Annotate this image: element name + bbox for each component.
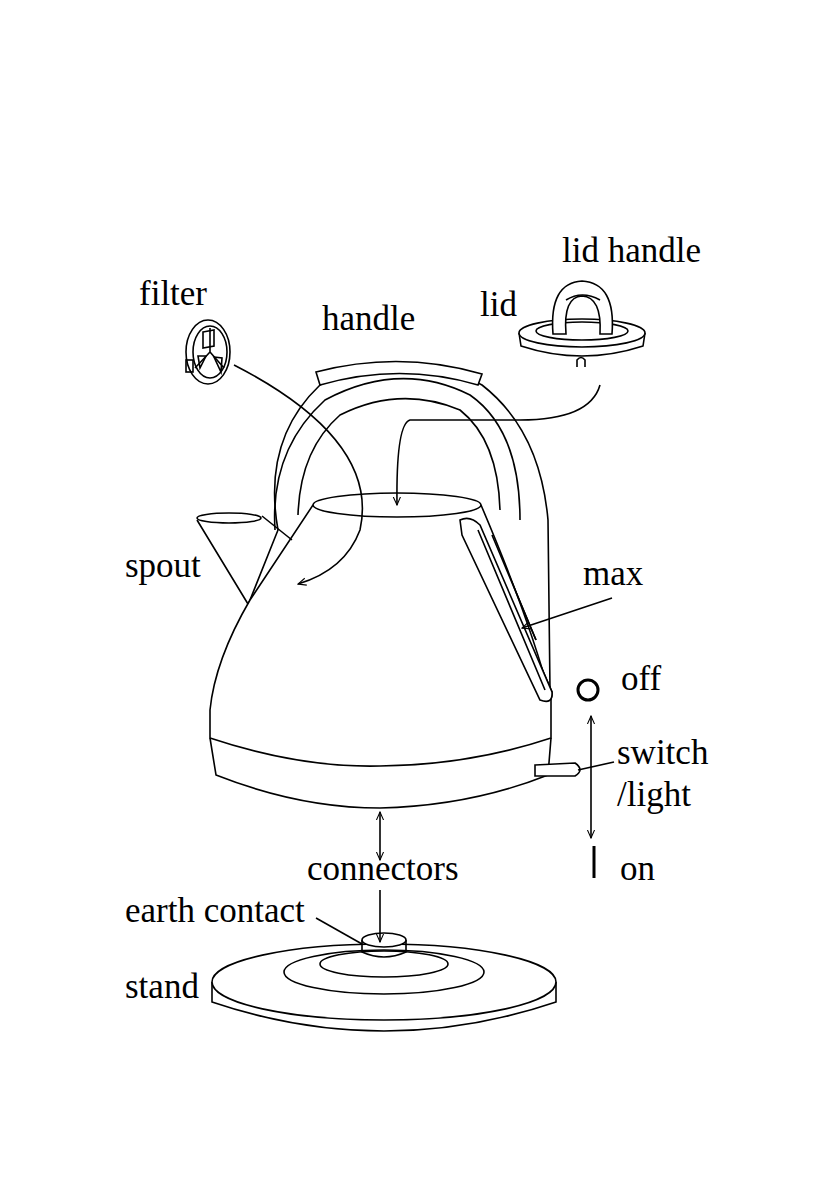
switch-symbols: [578, 680, 598, 878]
lid-drawing: [519, 281, 645, 367]
part-label: earth contact: [125, 893, 305, 928]
part-label: switch /light: [617, 732, 727, 816]
part-label: lid handle: [562, 233, 701, 268]
part-label: filter: [139, 276, 207, 311]
leader-lines: [234, 365, 614, 944]
spout-drawing: [197, 513, 292, 604]
stand-drawing: [212, 933, 556, 1031]
part-label: spout: [125, 548, 201, 583]
part-label: connectors: [307, 851, 459, 886]
part-label: lid: [480, 287, 517, 322]
filter-drawing: [186, 320, 230, 384]
part-label: stand: [125, 969, 199, 1004]
part-label: handle: [322, 301, 415, 336]
part-label: off: [621, 661, 661, 696]
part-label: on: [620, 851, 655, 886]
part-label: max: [583, 556, 643, 591]
body-drawing: [210, 493, 580, 808]
